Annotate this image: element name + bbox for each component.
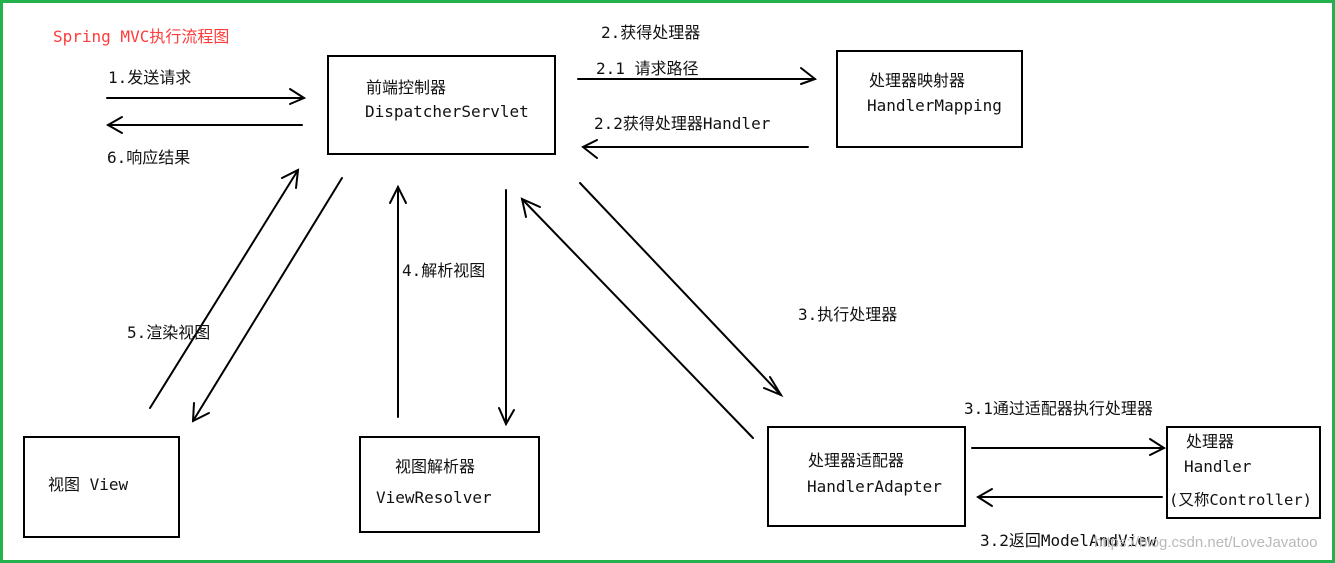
node-mapping-subtitle: HandlerMapping	[867, 96, 1002, 115]
label-response: 6.响应结果	[107, 148, 191, 167]
node-mapping-title: 处理器映射器	[869, 71, 966, 90]
node-dispatcher-servlet	[327, 55, 556, 155]
label-get-handler: 2.获得处理器	[601, 23, 701, 42]
arrow-resolver-up	[389, 184, 407, 418]
arrow-got-handler	[581, 139, 809, 159]
watermark: https://blog.csdn.net/LoveJavatoo	[1094, 534, 1318, 551]
node-adapter-title: 处理器适配器	[808, 451, 905, 470]
arrow-send-request	[106, 88, 307, 105]
label-send-request: 1.发送请求	[108, 68, 192, 87]
node-dispatcher-subtitle: DispatcherServlet	[365, 102, 529, 121]
node-view	[23, 436, 180, 538]
arrow-execute-handler	[579, 182, 784, 398]
node-handler-mapping	[836, 50, 1023, 148]
arrow-request-path	[577, 67, 818, 85]
label-got-handler: 2.2获得处理器Handler	[594, 114, 771, 133]
label-request-path: 2.1 请求路径	[596, 59, 699, 78]
arrow-adapter-return	[520, 197, 754, 439]
node-view-title: 视图 View	[48, 475, 129, 494]
arrow-return-mav	[976, 488, 1163, 507]
arrow-response	[105, 116, 303, 134]
node-view-resolver	[359, 436, 540, 533]
node-adapter-subtitle: HandlerAdapter	[807, 477, 942, 496]
label-resolve-view: 4.解析视图	[402, 261, 486, 280]
label-execute-handler: 3.执行处理器	[798, 305, 898, 324]
node-resolver-title: 视图解析器	[395, 457, 476, 476]
node-handler-note: (又称Controller)	[1169, 491, 1312, 509]
label-render-view: 5.渲染视图	[127, 323, 211, 342]
diagram-title: Spring MVC执行流程图	[53, 27, 230, 46]
node-resolver-subtitle: ViewResolver	[376, 488, 492, 507]
arrow-render-view	[191, 177, 343, 423]
node-handler-title: 处理器	[1186, 432, 1235, 451]
label-via-adapter: 3.1通过适配器执行处理器	[964, 399, 1153, 418]
arrow-resolver-down	[498, 189, 515, 427]
label-return-mav: 3.2返回ModelAndView	[980, 531, 1157, 550]
arrow-via-adapter	[971, 438, 1167, 456]
node-handler-adapter	[767, 426, 966, 527]
node-handler-subtitle: Handler	[1184, 457, 1252, 476]
arrow-view-up	[149, 168, 300, 409]
node-handler	[1166, 426, 1321, 519]
node-dispatcher-title: 前端控制器	[366, 78, 447, 97]
